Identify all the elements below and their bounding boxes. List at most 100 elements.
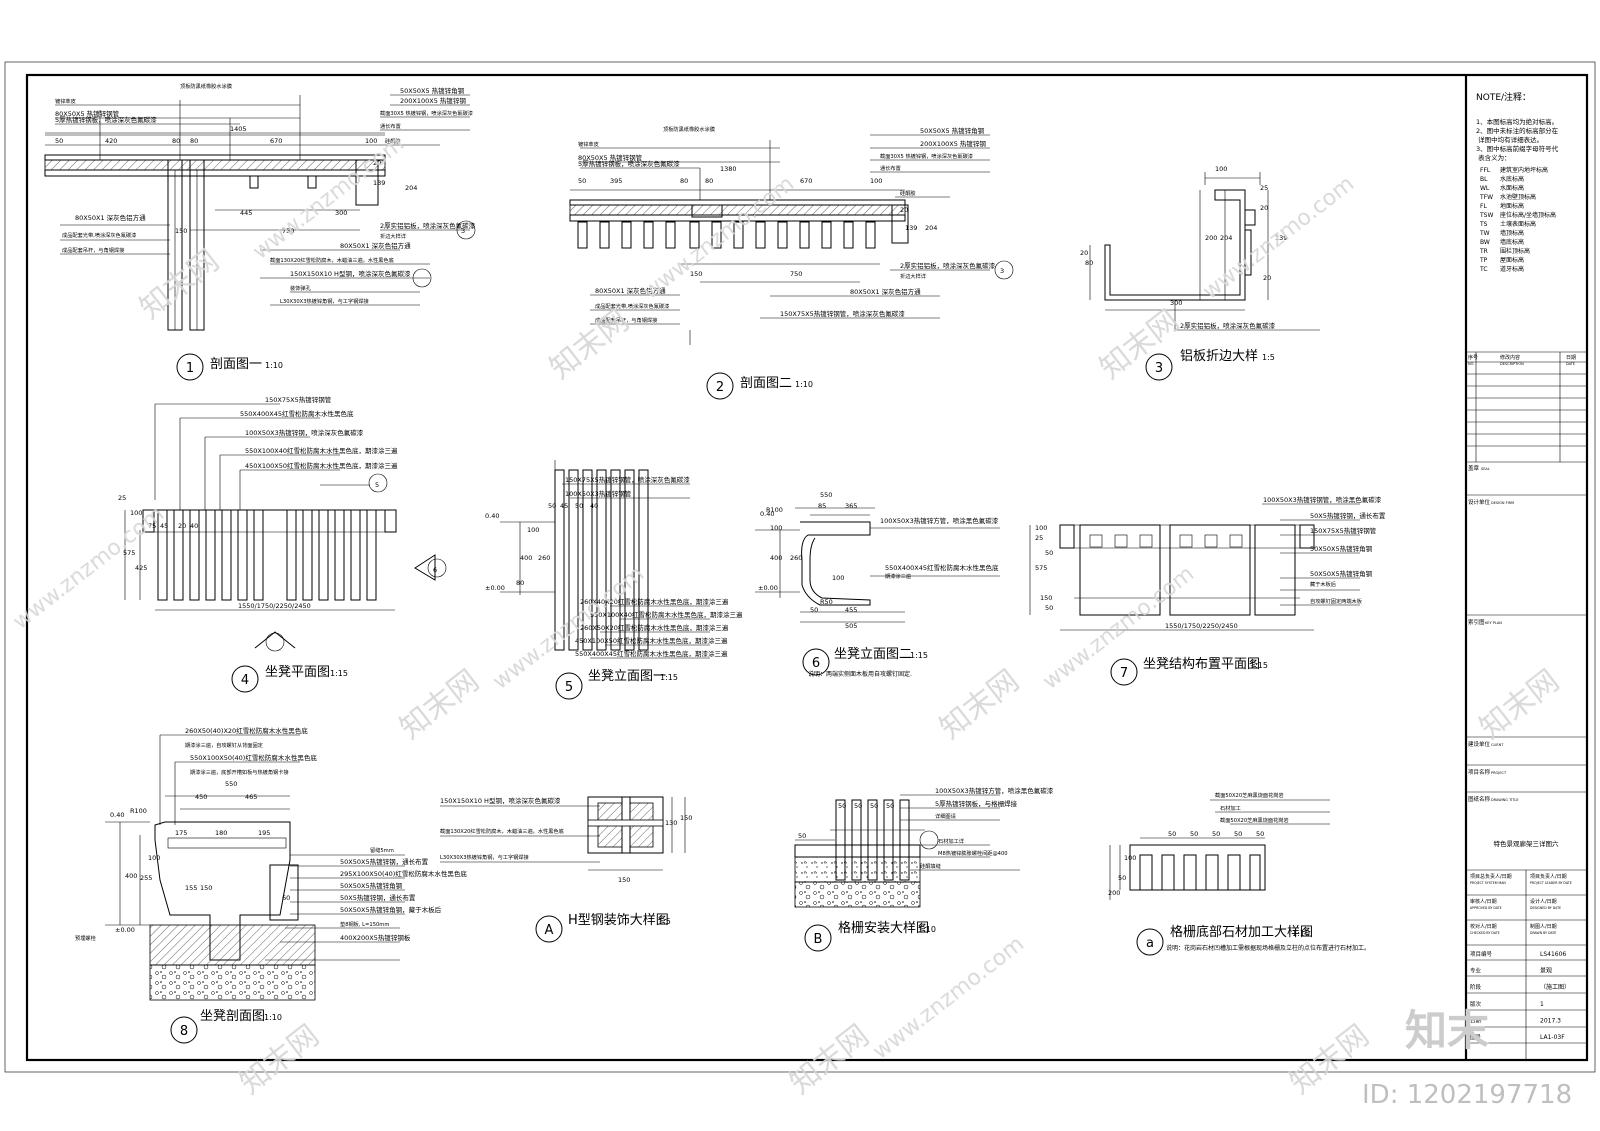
section1-label: 80X50X5 热镀锌钢管: [55, 109, 120, 118]
view-1-number: 1: [186, 361, 194, 376]
view-1-scale: 1:10: [265, 361, 283, 370]
plan7-label: 自攻螺钉固定两端木板: [1310, 597, 1363, 605]
abbr-meaning: 水池壁顶标高: [1500, 193, 1536, 201]
section2-label: 139: [905, 224, 917, 232]
abbr-meaning: 屋面标高: [1500, 256, 1524, 264]
rev-sub-no: NO.: [1468, 362, 1474, 366]
title-block-text: NOTE/注释： 1、本图标高均为绝对标高。2、图中未标注的标高部分在 详图中均…: [1468, 91, 1576, 1041]
rev-sub-desc: DESCRIPTION: [1500, 362, 1524, 366]
section1-label: 204: [405, 184, 417, 192]
section2-label: 750: [790, 270, 802, 278]
section1-label: 20: [373, 159, 381, 167]
detail3-label: 200: [1205, 234, 1217, 242]
section8-label: 50X5热镀锌钢，通长布置: [340, 893, 416, 902]
abbr-code: BW: [1480, 239, 1490, 246]
elev5-label: 260X50X20红雪松防腐木水性黑色底，期漆涂三遍: [580, 623, 729, 632]
plan4-label: 45: [160, 522, 168, 530]
info-value: LS41606: [1540, 951, 1566, 958]
detail3-label: 139: [1275, 234, 1287, 242]
project-label-en: PROJECT: [1491, 771, 1507, 775]
detailA-label: 150: [680, 814, 692, 822]
section2-label: 80X50X5 热镀锌钢管: [578, 153, 643, 162]
detailB-label: M8热镀锌膨胀螺栓间距@400: [938, 849, 1008, 857]
view-2-title: 剖面图二: [740, 376, 792, 391]
section8-label: 550: [225, 780, 237, 788]
role-label-en: APPROVED BY DATE: [1470, 906, 1502, 910]
plan4-label: 1550/1750/2250/2450: [238, 602, 311, 610]
view-a-number: a: [1146, 936, 1154, 951]
info-label: 日期: [1470, 1017, 1482, 1024]
abbr-meaning: 建筑室内地坪标高: [1500, 166, 1548, 174]
section8-label: 155: [185, 884, 197, 892]
elev6-label: 100: [832, 574, 844, 582]
watermark-site-7: www.znzmo.com: [868, 931, 1029, 1064]
section1-label: 镀锌萃皮: [55, 97, 76, 105]
abbr-meaning: 墙底标高: [1500, 238, 1524, 246]
plan7-label: 藏于木板后: [1310, 580, 1336, 588]
view-4-number: 4: [241, 673, 249, 688]
plan-7-drawing: [1029, 503, 1360, 686]
role-label-en: PROJECT LEADER BY DATE: [1530, 881, 1572, 885]
elevation-5-drawing: [500, 460, 710, 700]
elev6-label: 400: [770, 554, 782, 562]
section1-label: 2厚实铝铝板，喷涂深灰色氟碳漆: [380, 221, 476, 230]
detailB-label: 50: [798, 832, 806, 840]
detail3-label: 20: [1260, 204, 1268, 212]
watermark-site-2: www.znzmo.com: [638, 171, 799, 304]
plan4-label: 75: [148, 522, 156, 530]
stamp-label: 盖章: [1468, 464, 1480, 472]
section8-label: 465: [245, 793, 257, 801]
view-3-title: 铝板折边大样: [1180, 349, 1258, 364]
elev6-label: 365: [845, 502, 857, 510]
section2-label: 204: [925, 224, 937, 232]
view-6-title: 坐凳立面图二: [834, 646, 912, 662]
plan7-label: 150: [1040, 594, 1052, 602]
role-label: 制图人/日期: [1530, 923, 1557, 930]
section1-label: 80: [172, 137, 180, 145]
sheet-inner-border: [25, 73, 1589, 1062]
section8-label: 留缝5mm: [370, 846, 394, 854]
role-label-en: PROJECT SYSTEM MAN: [1470, 881, 1506, 885]
section-2-drawing: [569, 134, 1014, 400]
view-B-number: B: [814, 932, 823, 947]
view-4-title: 坐凳平面图: [265, 664, 330, 680]
key-plan-label: 索引图: [1468, 618, 1485, 626]
view-B-scale: 1:10: [918, 925, 936, 934]
abbr-meaning: 墙顶标高: [1500, 229, 1524, 237]
watermark-site-cn-3: 知末网: [1093, 303, 1185, 386]
section1-label: 硅酮胶: [385, 137, 401, 145]
view-1-title: 剖面图一: [210, 357, 262, 372]
elev5-label: 50: [548, 502, 556, 510]
view-8-scale: 1:10: [264, 1013, 282, 1022]
plan7-label: 25: [1035, 534, 1043, 542]
detailB-label: 硅酮填缝: [920, 862, 941, 870]
view-5-title: 坐凳立面图一: [588, 668, 666, 684]
abbr-meaning: 围栏顶标高: [1500, 247, 1530, 255]
abbr-meaning: 土壤表面标高: [1500, 220, 1536, 228]
plan7-label: 150X75X5热镀锌钢管: [1310, 526, 1377, 535]
detail-3-drawing: [1089, 172, 1320, 381]
section1-label: 100: [365, 137, 377, 145]
section8-label: 450: [195, 793, 207, 801]
elev5-label: 550X400X45红雪松防腐木水性黑色底，期漆涂三遍: [575, 649, 728, 658]
elev5-label: 80: [516, 579, 524, 587]
abbr-meaning: 水底标高: [1500, 175, 1524, 183]
plan7-label: 50X50X5热镀锌角钢: [1310, 544, 1373, 553]
detailB-label: 详细图请: [935, 812, 956, 820]
elev6-label: 505: [845, 622, 857, 630]
view-a-scale: 1:10: [1292, 929, 1310, 938]
view-A-number: A: [545, 923, 554, 938]
view-7-title: 坐凳结构布置平面图: [1143, 656, 1260, 672]
note-line: 3、图中标高前缀字母符号代: [1476, 144, 1559, 153]
info-value: 1: [1540, 1001, 1544, 1008]
section8-label: 预埋螺栓: [75, 934, 97, 942]
elev5-label: 550X100X40红雪松防腐木水性黑色底，期漆涂三遍: [590, 610, 743, 619]
detailB-label: 50: [870, 802, 878, 810]
elev6-label: 550X400X45红雪松防腐木水性黑色底: [885, 563, 999, 572]
section2-label: 150: [690, 270, 702, 278]
abbr-code: TFW: [1479, 194, 1493, 201]
detailA-label: 130: [665, 819, 677, 827]
section1-label: 750: [282, 227, 294, 235]
